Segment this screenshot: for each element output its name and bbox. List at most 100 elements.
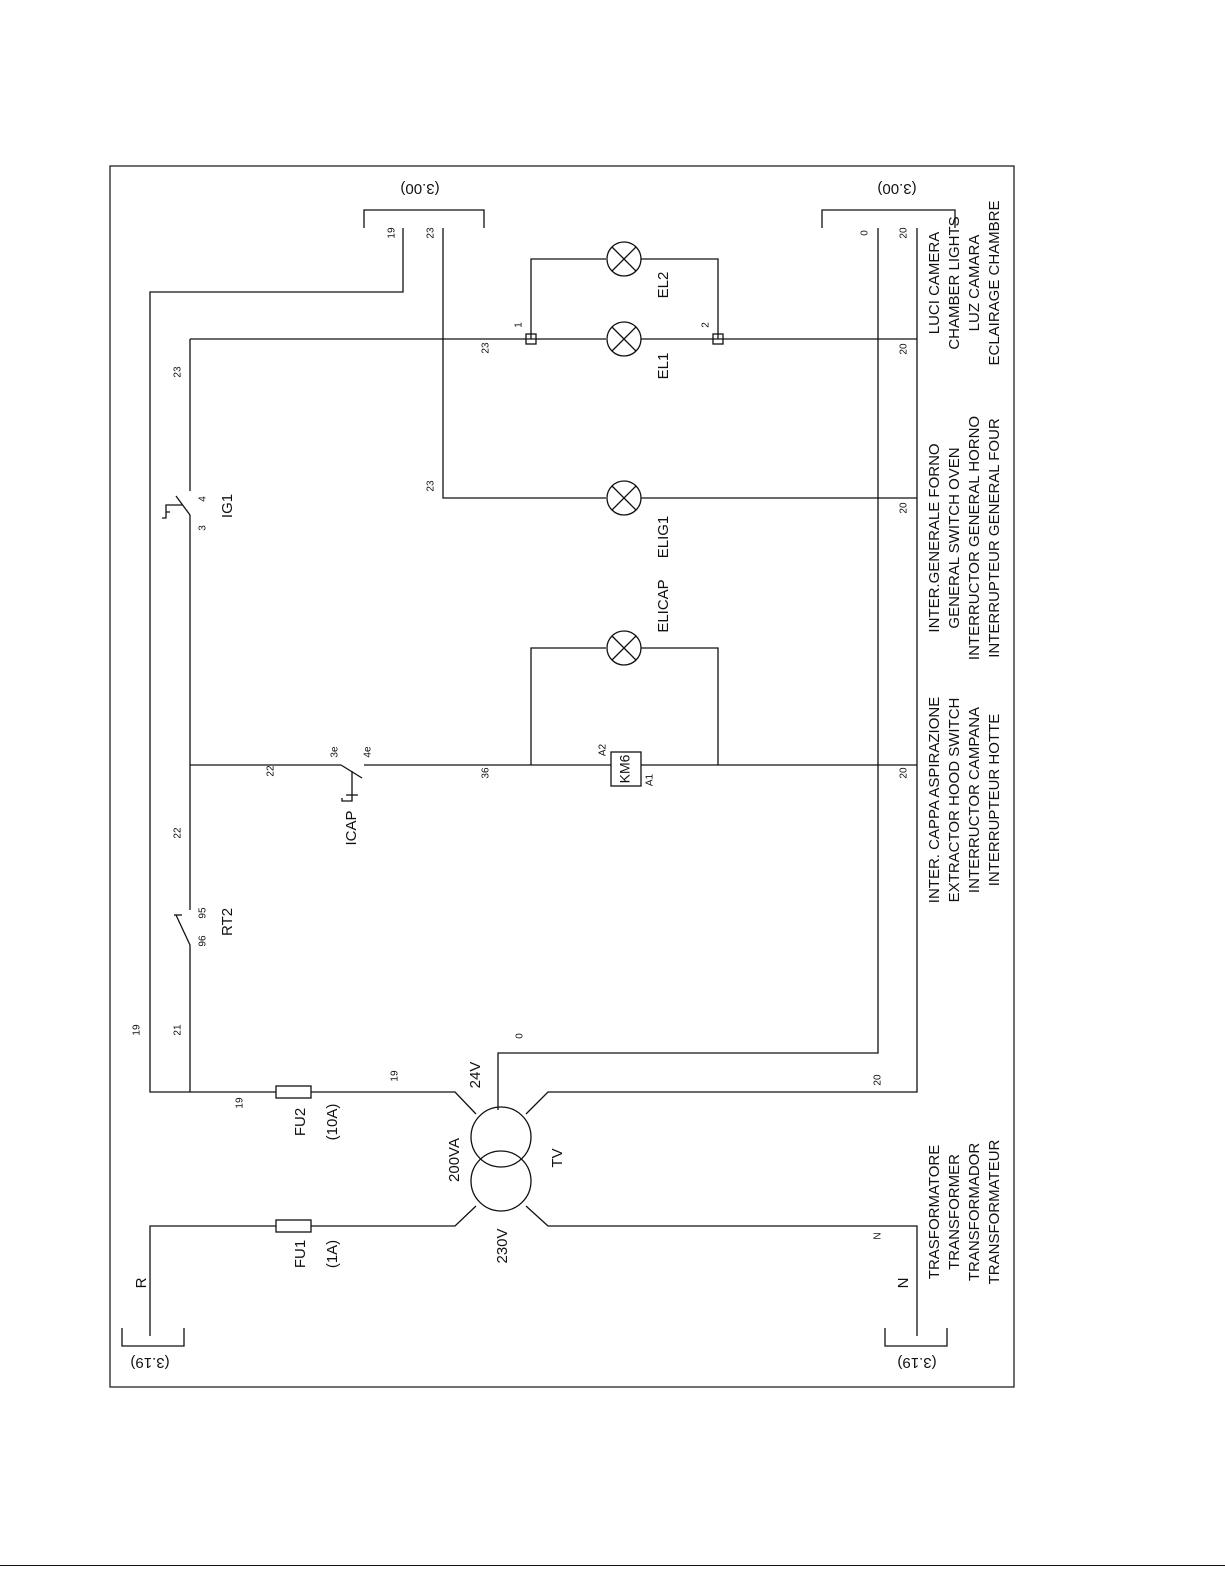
wire-number-20-c: 20 xyxy=(899,767,910,779)
legend-lights-en: CHAMBER LIGHTS xyxy=(946,216,963,349)
node-1: 1 xyxy=(514,322,537,345)
legend-lights-es: LUZ CAMARA xyxy=(966,235,983,332)
wire-number-22-a: 22 xyxy=(173,827,184,839)
wire-19-fu2 xyxy=(149,228,404,1093)
km6-label: KM6 xyxy=(617,754,633,783)
legend-hood-it: INTER. CAPPA ASPIRAZIONE xyxy=(926,697,943,903)
wire-number-20-d: 20 xyxy=(873,1074,884,1086)
legend-transformer-fr: TRANSFORMATEUR xyxy=(986,1139,1003,1284)
drawing-frame xyxy=(109,165,1015,1388)
wire-number-21: 21 xyxy=(173,1024,184,1036)
transformer-tv: 200VA TV 230V 24V xyxy=(446,1062,566,1264)
ref-bracket-top-right: (3.00) xyxy=(821,180,956,228)
legend-hood-en: EXTRACTOR HOOD SWITCH xyxy=(946,698,963,903)
icap-label: ICAP xyxy=(343,810,360,845)
wire-23-elig1 xyxy=(442,228,606,499)
contactor-km6: KM6 A2 A1 xyxy=(598,743,656,787)
terminal-top-20: 20 xyxy=(899,227,910,239)
wire-number-23-b: 23 xyxy=(481,342,492,354)
legend-transformer-en: TRANSFORMER xyxy=(946,1154,963,1270)
wire-19-secondary xyxy=(311,1091,477,1115)
legend-general-es: INTERRUCTOR GENERAL HORNO xyxy=(966,416,983,660)
rt2-label: RT2 xyxy=(219,908,236,936)
km6-pin-b: A1 xyxy=(645,773,656,786)
wire-elicap-return xyxy=(641,647,719,765)
ref-bracket-bottom-left: (3.19) xyxy=(121,1328,185,1371)
wire-number-19-fu2: 19 xyxy=(235,1097,246,1109)
wire-numbers: 19 21 22 22 23 23 23 36 20 20 20 20 0 19… xyxy=(132,342,910,1240)
wire-number-36: 36 xyxy=(481,767,492,779)
node-1-label: 1 xyxy=(514,322,525,328)
wire-el2-out xyxy=(641,258,719,339)
transformer-power: 200VA xyxy=(446,1138,463,1182)
lamp-elicap: ELICAP xyxy=(606,579,672,666)
ig1-pin-a: 3 xyxy=(198,525,209,531)
legend-general-fr: INTERRUPTEUR GENERAL FOUR xyxy=(986,418,1003,658)
node-2-label: 2 xyxy=(701,322,712,328)
wiring xyxy=(149,228,918,1336)
wire-el2-in xyxy=(530,258,606,339)
switch-icap: 3e 4e ICAP xyxy=(330,746,374,846)
legend-lights-it: LUCI CAMERA xyxy=(926,232,943,335)
ref-label-bottom-left: (3.19) xyxy=(130,1354,169,1371)
page-bottom-rule xyxy=(0,1565,1225,1566)
wire-number-19-left: 19 xyxy=(132,1024,143,1036)
ig1-pin-b: 4 xyxy=(198,496,209,502)
terminal-labels: 19 23 0 20 R N xyxy=(133,227,912,1288)
icap-pin-a: 3e xyxy=(330,746,341,758)
wire-0 xyxy=(497,228,879,1110)
wire-number-20-a: 20 xyxy=(899,343,910,355)
terminal-top-23: 23 xyxy=(426,227,437,239)
ref-label-top-left: (3.00) xyxy=(400,180,439,197)
wire-number-23-a: 23 xyxy=(173,366,184,378)
icap-pin-b: 4e xyxy=(363,746,374,758)
ig1-label: IG1 xyxy=(219,494,236,518)
legend-transformer-it: TRASFORMATORE xyxy=(926,1145,943,1279)
legend-transformer: TRASFORMATORE TRANSFORMER TRANSFORMADOR … xyxy=(926,1139,1003,1284)
elig1-label: ELIG1 xyxy=(655,516,672,559)
ref-label-bottom-right: (3.19) xyxy=(897,1354,936,1371)
fu2-label: FU2 xyxy=(292,1108,309,1136)
km6-pin-a: A2 xyxy=(598,743,609,756)
transformer-label: TV xyxy=(549,1148,566,1167)
legend-general-switch: INTER.GENERALE FORNO GENERAL SWITCH OVEN… xyxy=(926,416,1003,660)
legend-hood-switch: INTER. CAPPA ASPIRAZIONE EXTRACTOR HOOD … xyxy=(926,697,1003,903)
rt2-pin-b: 95 xyxy=(198,907,209,919)
lamp-el2: EL2 xyxy=(606,241,672,299)
wire-fu1-primary xyxy=(311,1205,477,1227)
legend-chamber-lights: LUCI CAMERA CHAMBER LIGHTS LUZ CAMARA EC… xyxy=(926,200,1003,365)
fu2-rating: (10A) xyxy=(324,1104,341,1141)
wire-number-22-b: 22 xyxy=(266,765,277,777)
wire-R xyxy=(149,1225,276,1336)
el2-label: EL2 xyxy=(655,272,672,299)
wire-21-rail xyxy=(175,914,191,1092)
terminal-top-19: 19 xyxy=(387,227,398,239)
wire-number-N: N xyxy=(873,1232,884,1239)
lamp-elig1: ELIG1 xyxy=(606,480,672,559)
fuse-fu1: FU1 (1A) xyxy=(275,1219,341,1268)
legend-general-it: INTER.GENERALE FORNO xyxy=(926,443,943,632)
legend-hood-es: INTERRUCTOR CAMPANA xyxy=(966,707,983,893)
el1-label: EL1 xyxy=(655,353,672,380)
wire-number-20-b: 20 xyxy=(899,502,910,514)
lamp-el1: EL1 xyxy=(606,321,672,380)
ref-bracket-top-left: (3.00) xyxy=(363,180,485,228)
node-2: 2 xyxy=(701,322,724,345)
terminal-bottom-R: R xyxy=(133,1277,150,1288)
fu1-rating: (1A) xyxy=(324,1240,341,1268)
fuse-fu2: FU2 (10A) xyxy=(275,1085,341,1141)
wire-20 xyxy=(525,228,918,1115)
transformer-primary: 230V xyxy=(494,1228,511,1263)
legend-lights-fr: ECLAIRAGE CHAMBRE xyxy=(986,200,1003,365)
fu1-label: FU1 xyxy=(292,1240,309,1268)
switch-ig1: 3 4 IG1 xyxy=(162,494,236,531)
legend-transformer-es: TRANSFORMADOR xyxy=(966,1143,983,1282)
wire-number-19-tx: 19 xyxy=(390,1070,401,1082)
ref-bracket-bottom-right: (3.19) xyxy=(884,1328,948,1371)
wire-number-0: 0 xyxy=(515,1033,526,1039)
transformer-secondary: 24V xyxy=(467,1062,484,1089)
ref-label-top-right: (3.00) xyxy=(877,180,916,197)
wire-elicap-loop xyxy=(530,647,606,765)
wire-N xyxy=(525,1205,918,1336)
